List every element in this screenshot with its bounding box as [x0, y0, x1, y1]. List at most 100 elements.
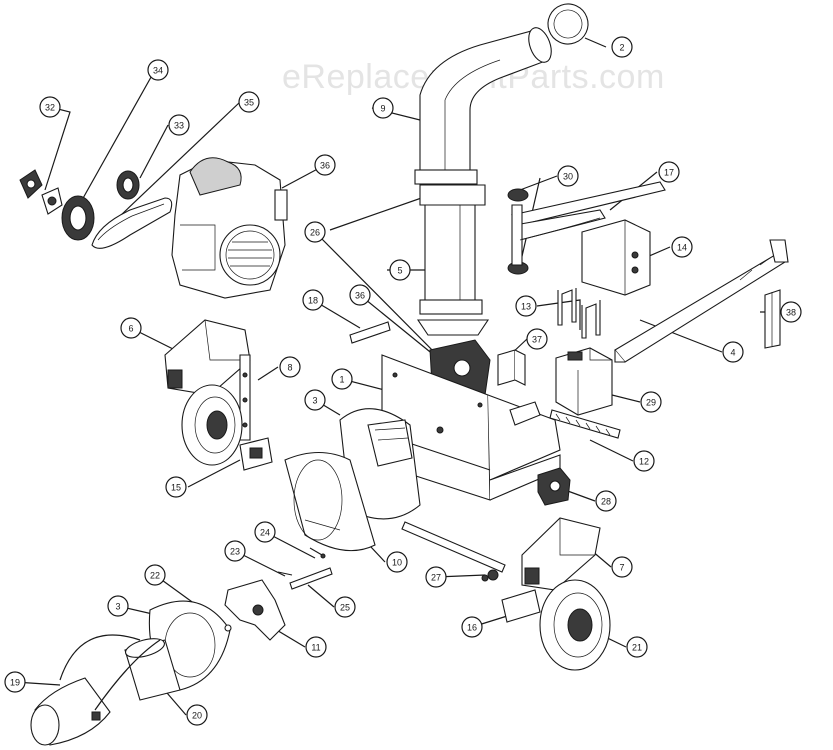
- callout-number: 12: [639, 457, 649, 467]
- callout-circle: [304, 389, 326, 411]
- callout-c11: 11: [305, 636, 327, 658]
- callout-circle: [722, 341, 744, 363]
- part-fender-left: [164, 319, 251, 396]
- part-crane-arm: [511, 181, 666, 266]
- callout-circle: [4, 671, 26, 693]
- callout-c20: 20: [186, 704, 208, 726]
- callout-number: 19: [10, 678, 20, 688]
- callout-c15: 15: [165, 476, 187, 498]
- callout-number: 30: [563, 172, 573, 182]
- callout-c5: 5: [389, 259, 411, 281]
- part-mount-bracket: [581, 219, 651, 296]
- callout-number: 21: [632, 643, 642, 653]
- callout-number: 32: [45, 103, 55, 113]
- callout-c3b: 3: [107, 595, 129, 617]
- callout-c26: 26: [304, 221, 326, 243]
- callout-circle: [780, 301, 802, 323]
- callout-c13: 13: [515, 295, 537, 317]
- part-plate-right: [501, 589, 541, 623]
- callout-c14: 14: [671, 236, 693, 258]
- callout-number: 3: [312, 396, 317, 406]
- callout-number: 5: [397, 266, 402, 276]
- callout-circle: [386, 551, 408, 573]
- callout-number: 15: [171, 483, 181, 493]
- callout-circle: [279, 356, 301, 378]
- part-tow-bar: [614, 239, 789, 363]
- callout-number: 13: [521, 302, 531, 312]
- callout-c10: 10: [386, 551, 408, 573]
- callout-circle: [349, 284, 371, 306]
- callout-c36b: 36: [349, 284, 371, 306]
- callout-c8: 8: [279, 356, 301, 378]
- part-wheel-right: [539, 579, 611, 671]
- callout-number: 25: [340, 603, 350, 613]
- part-blade-strip: [549, 409, 621, 439]
- callout-number: 6: [128, 324, 133, 334]
- part-clamp-ring: [547, 3, 589, 45]
- callout-number: 36: [355, 291, 365, 301]
- part-hardware: [277, 547, 333, 590]
- callout-c28: 28: [595, 490, 617, 512]
- callout-number: 1: [339, 375, 344, 385]
- part-engine: [171, 157, 288, 299]
- part-u-bracket: [557, 288, 601, 339]
- callout-c1: 1: [331, 368, 353, 390]
- callout-circle: [168, 114, 190, 136]
- callout-circle: [304, 221, 326, 243]
- part-strip: [349, 321, 391, 344]
- callout-circle: [526, 328, 548, 350]
- callout-c2: 2: [611, 36, 633, 58]
- callout-number: 23: [230, 547, 240, 557]
- callout-c21: 21: [626, 636, 648, 658]
- callout-circle: [595, 490, 617, 512]
- callout-number: 35: [244, 98, 254, 108]
- callout-circle: [461, 616, 483, 638]
- callout-number: 17: [664, 168, 674, 178]
- part-discharge-chute: [416, 184, 490, 336]
- callout-circle: [611, 556, 633, 578]
- callout-number: 11: [311, 643, 320, 653]
- callout-c6: 6: [120, 317, 142, 339]
- part-fan-housing: [339, 408, 421, 520]
- callout-circle: [658, 161, 680, 183]
- callout-c12: 12: [633, 450, 655, 472]
- callout-number: 7: [619, 563, 624, 573]
- part-axle: [401, 521, 506, 582]
- callout-c30: 30: [557, 165, 579, 187]
- callout-circle: [372, 97, 394, 119]
- callout-circle: [120, 317, 142, 339]
- callout-number: 24: [260, 528, 270, 538]
- callout-number: 29: [646, 398, 656, 408]
- callout-number: 3: [115, 602, 120, 612]
- callout-circle: [165, 476, 187, 498]
- callout-circle: [626, 636, 648, 658]
- part-plate-left: [239, 437, 273, 471]
- part-control-box: [555, 347, 613, 416]
- callout-number: 34: [153, 66, 163, 76]
- callout-c32: 32: [39, 96, 61, 118]
- callout-circle: [331, 368, 353, 390]
- callout-c24: 24: [254, 521, 276, 543]
- callout-number: 33: [174, 121, 184, 131]
- part-wheel-left: [181, 384, 243, 466]
- callout-c37: 37: [526, 328, 548, 350]
- callout-number: 16: [467, 623, 477, 633]
- callout-c25: 25: [334, 596, 356, 618]
- callout-circle: [515, 295, 537, 317]
- part-pulley-large: [61, 195, 95, 241]
- callout-c36a: 36: [314, 154, 336, 176]
- callout-circle: [302, 289, 324, 311]
- callout-number: 4: [730, 348, 735, 358]
- part-support-post: [764, 289, 781, 349]
- callout-number: 37: [532, 335, 542, 345]
- callout-circle: [238, 91, 260, 113]
- callout-c35: 35: [238, 91, 260, 113]
- callout-circle: [389, 259, 411, 281]
- part-fan-blade: [224, 579, 286, 641]
- callout-number: 10: [392, 558, 402, 568]
- part-small-bracket: [497, 349, 526, 386]
- callout-circle: [314, 154, 336, 176]
- callout-circle: [334, 596, 356, 618]
